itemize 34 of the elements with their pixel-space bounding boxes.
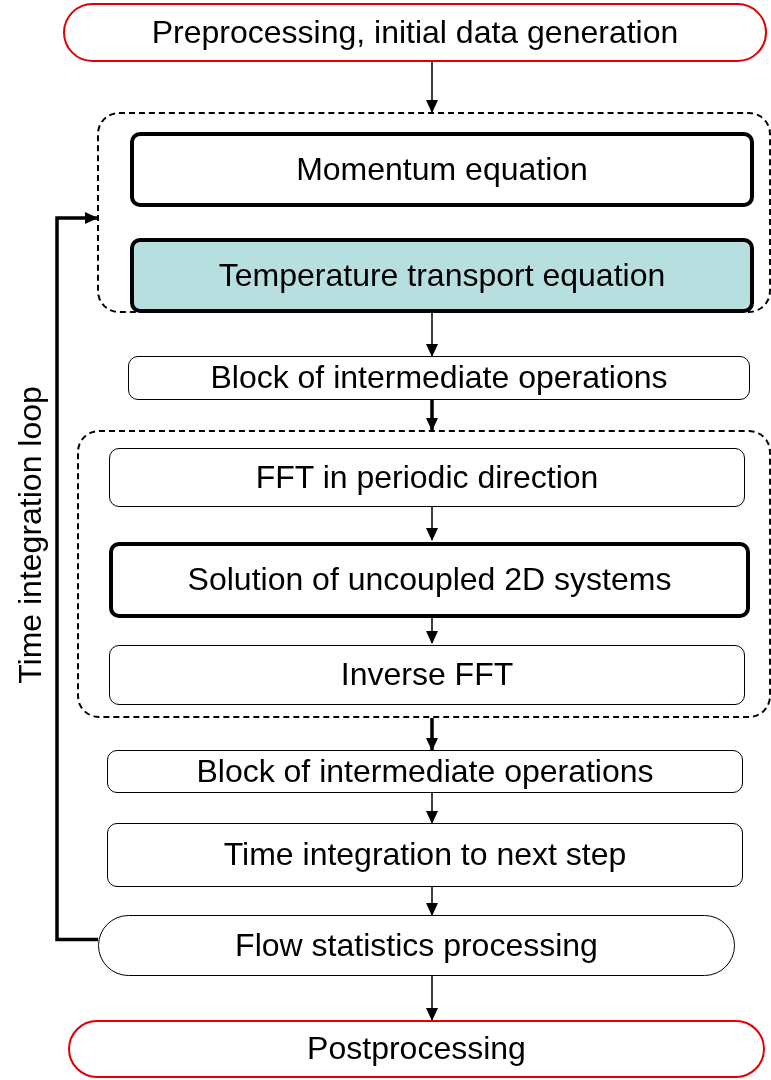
terminal-box bbox=[68, 1020, 765, 1078]
arrow bbox=[426, 312, 438, 357]
arrow bbox=[426, 615, 438, 644]
arrow bbox=[426, 886, 438, 916]
arrow bbox=[55, 212, 98, 942]
process-box bbox=[128, 356, 750, 400]
node-text: Block of intermediate operations bbox=[196, 753, 654, 790]
node-text: Preprocessing, initial data generation bbox=[151, 14, 679, 51]
process-box bbox=[109, 448, 745, 507]
node-text: Inverse FFT bbox=[340, 657, 514, 693]
process-box bbox=[109, 645, 745, 705]
process-box bbox=[107, 750, 743, 793]
node-text: Time integration to next step bbox=[223, 837, 627, 873]
process-box bbox=[130, 238, 754, 313]
arrow bbox=[426, 400, 438, 431]
edge-label: Time integration loop bbox=[13, 386, 46, 684]
terminal-box bbox=[63, 3, 767, 62]
process-box bbox=[130, 132, 754, 207]
node-text: Flow statistics processing bbox=[235, 927, 598, 964]
process-box bbox=[109, 542, 750, 618]
node-text: Temperature transport equation bbox=[218, 257, 666, 294]
node-text: FFT in periodic direction bbox=[255, 459, 599, 496]
arrow bbox=[426, 718, 438, 751]
node-text: Block of intermediate operations bbox=[210, 360, 668, 396]
arrow bbox=[426, 61, 438, 113]
group-box bbox=[77, 430, 771, 718]
node-text: Postprocessing bbox=[307, 1031, 526, 1067]
arrow bbox=[426, 504, 438, 541]
arrow bbox=[426, 975, 438, 1021]
arrow bbox=[426, 792, 438, 824]
node-text: Momentum equation bbox=[296, 151, 588, 188]
process-box bbox=[107, 823, 743, 887]
node-text: Solution of uncoupled 2D systems bbox=[187, 562, 672, 598]
group-box bbox=[97, 112, 771, 313]
